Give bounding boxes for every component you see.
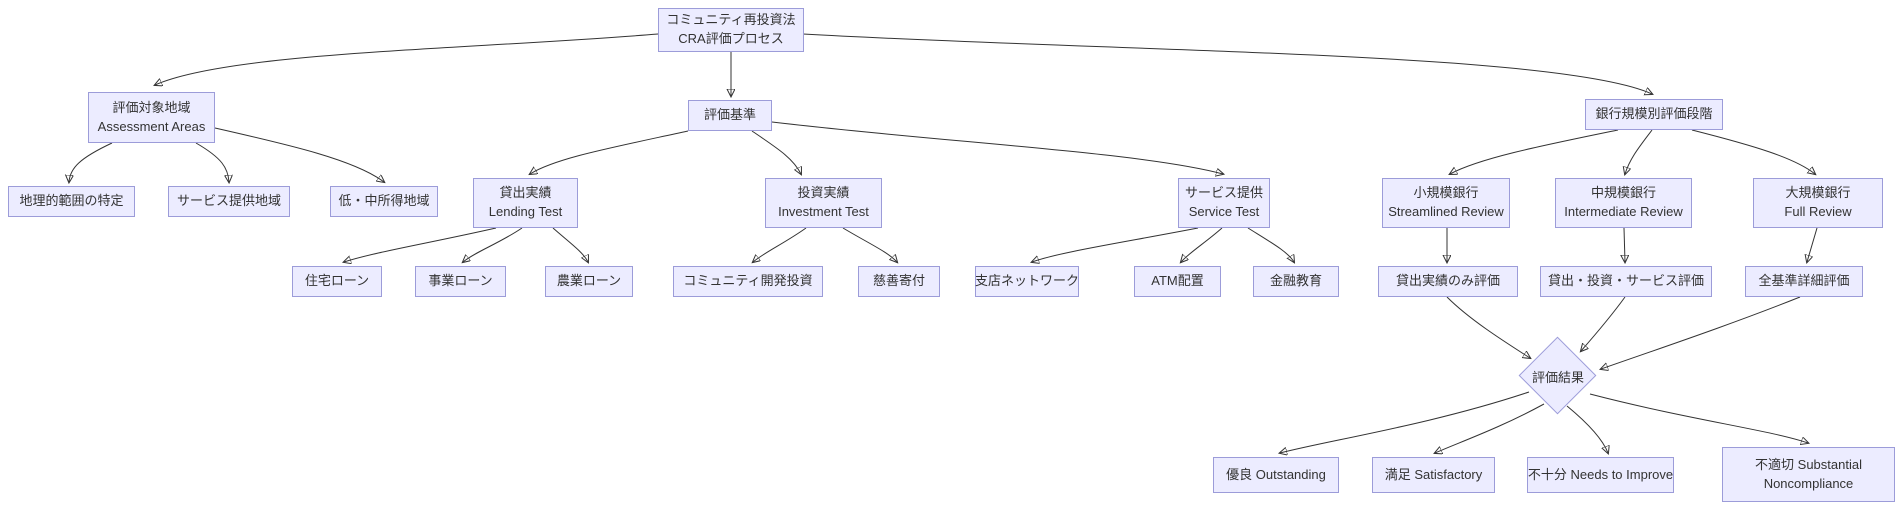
node-full-criteria-eval: 全基準詳細評価 (1745, 266, 1863, 297)
edge-root-bankstage (802, 33, 1652, 94)
node-branch-network: 支店ネットワーク (975, 266, 1079, 297)
node-evaluation-result-line1: 評価結果 (1531, 369, 1584, 385)
node-agri-loan: 農業ローン (545, 266, 633, 297)
edge-servicetest-finedu (1247, 227, 1294, 262)
node-charitable-donation: 慈善寄付 (858, 266, 940, 297)
node-service-area-line1: サービス提供地域 (176, 193, 281, 209)
edge-assessment-servicearea (195, 142, 229, 182)
edge-assessment-lowincome (214, 127, 384, 182)
node-assessment-areas: 評価対象地域 Assessment Areas (88, 92, 215, 143)
node-lending-test: 貸出実績 Lending Test (473, 178, 578, 228)
edge-investment-cdinvest (753, 227, 807, 262)
edge-criteria-lending (530, 130, 689, 174)
node-business-loan: 事業ローン (415, 266, 506, 297)
node-service-test-line1: サービス提供 (1184, 185, 1263, 201)
node-satisfactory-line1: 満足 Satisfactory (1384, 466, 1483, 482)
node-geographic-scope: 地理的範囲の特定 (8, 186, 135, 217)
node-lending-test-line1: 貸出実績 (499, 185, 552, 201)
node-root-line2: CRA評価プロセス (678, 31, 784, 46)
node-assessment-areas-line2: Assessment Areas (97, 118, 206, 134)
node-evaluation-result: 評価結果 (1520, 363, 1596, 389)
node-branch-network-line1: 支店ネットワーク (975, 273, 1080, 289)
node-low-mid-income: 低・中所得地域 (330, 186, 438, 217)
node-large-bank-line2: Full Review (1784, 204, 1852, 219)
edge-bankstage-midbank (1625, 129, 1653, 174)
edge-bankstage-smallbank (1450, 129, 1619, 174)
edge-criteria-investment (751, 130, 801, 174)
node-atm-placement: ATM配置 (1134, 266, 1221, 297)
node-root-line1: コミュニティ再投資法 (666, 12, 796, 28)
node-satisfactory: 満足 Satisfactory (1372, 457, 1495, 493)
node-lending-only-eval: 貸出実績のみ評価 (1378, 266, 1518, 297)
node-noncompliance-line1: 不適切 Substantial (1755, 456, 1862, 472)
node-noncompliance: 不適切 Substantial Noncompliance (1722, 447, 1895, 502)
node-noncompliance-line2: Noncompliance (1763, 475, 1854, 491)
node-lending-test-line2: Lending Test (488, 204, 563, 219)
edge-result-satisfactory (1435, 403, 1545, 453)
node-community-dev-investment-line1: コミュニティ開発投資 (683, 273, 813, 289)
edge-investment-charity (842, 227, 897, 262)
node-charitable-donation-line1: 慈善寄付 (872, 273, 925, 289)
node-lending-invest-service-eval: 貸出・投資・サービス評価 (1540, 266, 1712, 297)
node-low-mid-income-line1: 低・中所得地域 (338, 193, 430, 209)
edge-criteria-servicetest (771, 121, 1223, 174)
edge-servicetest-atm (1181, 227, 1223, 262)
node-lending-invest-service-eval-line1: 貸出・投資・サービス評価 (1547, 273, 1704, 289)
node-mid-bank-line1: 中規模銀行 (1590, 185, 1656, 201)
node-outstanding-line1: 優良 Outstanding (1226, 466, 1326, 482)
edge-result-noncompliance (1589, 393, 1808, 443)
node-bank-size-stage-line1: 銀行規模別評価段階 (1595, 106, 1713, 122)
node-bank-size-stage: 銀行規模別評価段階 (1585, 99, 1723, 130)
node-lending-only-eval-line1: 貸出実績のみ評価 (1395, 273, 1500, 289)
node-home-loan: 住宅ローン (292, 266, 382, 297)
node-assessment-areas-line1: 評価対象地域 (112, 99, 191, 115)
node-criteria-line1: 評価基準 (703, 107, 756, 123)
node-financial-education-line1: 金融教育 (1269, 273, 1322, 289)
node-small-bank-line1: 小規模銀行 (1413, 185, 1479, 201)
node-small-bank-line2: Streamlined Review (1388, 204, 1504, 219)
edge-bankstage-largebank (1691, 129, 1815, 174)
node-community-dev-investment: コミュニティ開発投資 (673, 266, 823, 297)
node-financial-education: 金融教育 (1253, 266, 1339, 297)
node-atm-placement-line1: ATM配置 (1151, 273, 1204, 289)
edge-assessment-geo (69, 142, 113, 182)
node-full-criteria-eval-line1: 全基準詳細評価 (1758, 273, 1850, 289)
node-service-test-line2: Service Test (1188, 204, 1260, 219)
edge-result-needsimprove (1566, 405, 1608, 453)
node-criteria: 評価基準 (688, 100, 772, 131)
edge-lendonly-result (1446, 296, 1530, 358)
edge-servicetest-branchnet (1032, 227, 1199, 262)
node-service-area: サービス提供地域 (168, 186, 290, 217)
node-outstanding: 優良 Outstanding (1213, 457, 1339, 493)
node-investment-test-line1: 投資実績 (797, 185, 850, 201)
edge-fulleval-result (1601, 296, 1801, 369)
node-investment-test-line2: Investment Test (778, 204, 869, 219)
node-needs-improve: 不十分 Needs to Improve (1527, 457, 1674, 493)
node-agri-loan-line1: 農業ローン (556, 273, 622, 289)
node-service-test: サービス提供 Service Test (1178, 178, 1270, 228)
edge-root-assessment (155, 33, 659, 85)
edge-lending-agloan (552, 227, 588, 262)
edge-largebank-fulleval (1807, 227, 1818, 262)
node-business-loan-line1: 事業ローン (428, 273, 493, 289)
edge-result-outstanding (1280, 391, 1530, 453)
node-large-bank-line1: 大規模銀行 (1785, 185, 1851, 201)
node-root: コミュニティ再投資法 CRA評価プロセス (658, 8, 804, 52)
node-large-bank: 大規模銀行 Full Review (1753, 178, 1883, 228)
node-investment-test: 投資実績 Investment Test (765, 178, 882, 228)
edge-lending-bizloan (463, 227, 523, 262)
node-needs-improve-line1: 不十分 Needs to Improve (1527, 466, 1674, 482)
node-geographic-scope-line1: 地理的範囲の特定 (19, 193, 124, 209)
edge-lending-homeloan (344, 227, 497, 262)
node-home-loan-line1: 住宅ローン (304, 273, 370, 289)
node-mid-bank-line2: Intermediate Review (1564, 204, 1683, 219)
node-mid-bank: 中規模銀行 Intermediate Review (1555, 178, 1692, 228)
edge-midbank-liseval (1624, 227, 1625, 262)
node-small-bank: 小規模銀行 Streamlined Review (1382, 178, 1510, 228)
edge-liseval-result (1581, 296, 1626, 351)
